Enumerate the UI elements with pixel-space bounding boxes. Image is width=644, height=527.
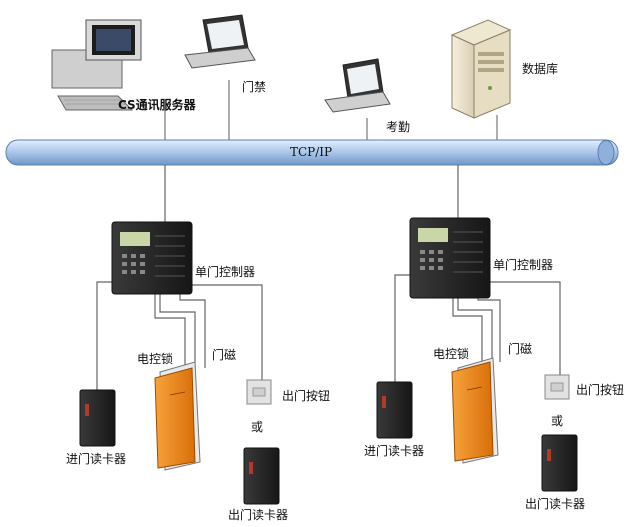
- unit2-exit-button-icon: [544, 374, 570, 400]
- unit1-exit-button-label: 出门按钮: [282, 389, 331, 403]
- server-label: CS通讯服务器: [118, 98, 196, 112]
- attendance-label: 考勤: [386, 120, 411, 134]
- unit2-exit-reader-label: 出门读卡器: [525, 497, 586, 511]
- unit1-or-label: 或: [251, 420, 264, 434]
- database-server-icon: [450, 19, 512, 119]
- server-computer-icon: [51, 19, 142, 111]
- attendance-laptop-icon: [324, 58, 391, 113]
- unit1-entry-reader-label: 进门读卡器: [66, 452, 127, 466]
- unit2-controller-label: 单门控制器: [493, 258, 554, 272]
- unit2-magnet-label: 门磁: [508, 342, 533, 356]
- unit2-exit-reader-icon: [541, 434, 578, 492]
- unit2-controller-icon: [409, 217, 491, 299]
- unit2-or-label: 或: [551, 414, 564, 428]
- unit1-controller-icon: [111, 221, 193, 295]
- access-control-laptop-icon: [184, 14, 256, 69]
- unit2-door-icon: [451, 357, 499, 464]
- unit1-lock-label: 电控锁: [137, 352, 174, 366]
- tcp-ip-bus: [5, 139, 619, 166]
- database-label: 数据库: [522, 62, 559, 76]
- unit2-wiring: [394, 165, 561, 382]
- unit2-entry-reader-icon: [376, 381, 413, 439]
- unit2-exit-button-label: 出门按钮: [576, 383, 625, 397]
- bus-label: TCP/IP: [290, 145, 333, 159]
- unit1-exit-reader-label: 出门读卡器: [228, 508, 289, 522]
- unit1-entry-reader-icon: [79, 389, 116, 447]
- unit1-exit-button-icon: [246, 379, 272, 405]
- unit1-wiring: [96, 165, 263, 390]
- unit2-entry-reader-label: 进门读卡器: [364, 444, 425, 458]
- top-connections: [164, 80, 498, 142]
- unit1-controller-label: 单门控制器: [195, 265, 256, 279]
- access-control-label: 门禁: [242, 80, 267, 94]
- unit1-magnet-label: 门磁: [212, 348, 237, 362]
- unit1-door-icon: [154, 361, 201, 471]
- unit2-lock-label: 电控锁: [433, 347, 470, 361]
- unit1-exit-reader-icon: [243, 447, 280, 505]
